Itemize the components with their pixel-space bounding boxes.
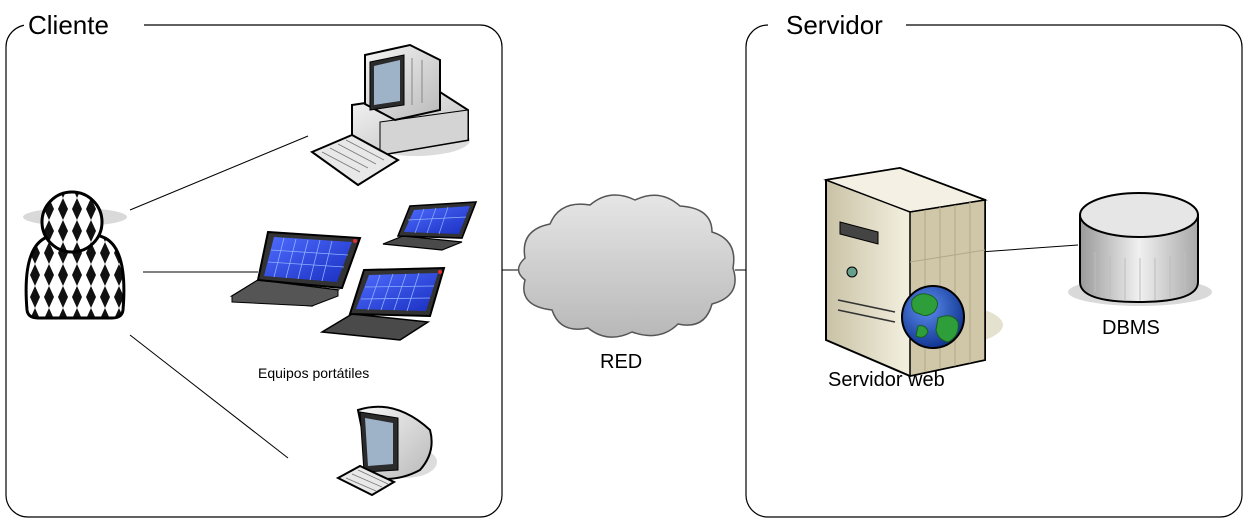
network-cloud-icon bbox=[517, 194, 736, 338]
network-label: RED bbox=[600, 351, 642, 373]
desktop-computer-icon bbox=[309, 43, 470, 187]
client-group: Cliente bbox=[5, 10, 503, 518]
connectors bbox=[129, 135, 1079, 459]
server-group: Servidor bbox=[745, 10, 1243, 518]
laptop-icon-large bbox=[229, 230, 362, 307]
database-icon bbox=[1068, 192, 1212, 306]
laptops-label: Equipos portátiles bbox=[258, 365, 369, 381]
server-group-title: Servidor bbox=[786, 10, 883, 40]
globe-icon bbox=[901, 285, 965, 349]
laptop-icon-small bbox=[382, 201, 478, 251]
client-group-title: Cliente bbox=[28, 10, 109, 40]
user-desktop-link bbox=[129, 135, 309, 211]
dbms-label: DBMS bbox=[1102, 317, 1160, 339]
server-dbms-link bbox=[979, 244, 1079, 253]
web-server-label: Servidor web bbox=[828, 369, 945, 391]
user-icon bbox=[23, 190, 127, 320]
laptop-icon-medium bbox=[319, 266, 446, 341]
server-group-border bbox=[745, 24, 1243, 518]
server-tower-icon bbox=[823, 166, 1003, 378]
client-group-border bbox=[5, 24, 503, 518]
user-imac-link bbox=[129, 334, 289, 459]
imac-computer-icon bbox=[335, 405, 437, 497]
